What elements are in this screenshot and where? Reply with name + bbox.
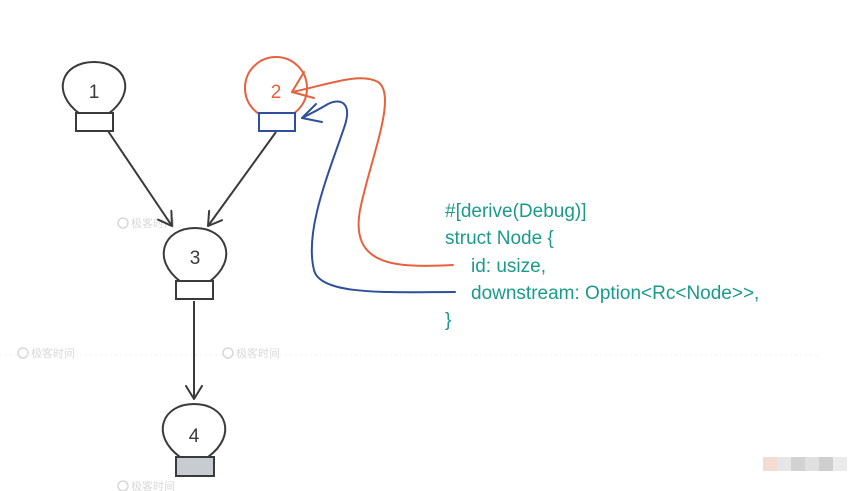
- watermark-text: 极客时间: [31, 346, 75, 360]
- watermark-text: 极客时间: [131, 479, 175, 491]
- node-2: 2: [244, 56, 308, 132]
- node-3-bulb: [162, 227, 228, 283]
- watermark-logo-icon: [117, 217, 129, 229]
- node-2-label: 2: [271, 82, 282, 103]
- watermark-logo-icon: [117, 480, 129, 491]
- code-line-struct: struct Node {: [445, 228, 554, 249]
- id-reference-curve: [291, 77, 454, 267]
- code-line-id-field: id: usize,: [471, 256, 546, 277]
- node-4-box: [175, 456, 215, 477]
- node-3-label: 3: [190, 248, 201, 269]
- node-3: 3: [162, 227, 228, 300]
- watermark-logo-icon: [17, 347, 29, 359]
- code-line-derive: #[derive(Debug)]: [445, 201, 587, 222]
- code-line-close-brace: }: [445, 310, 451, 331]
- node-1-box: [75, 112, 114, 132]
- downstream-reference-arrowhead: [301, 103, 323, 123]
- node-4: 4: [161, 403, 227, 477]
- node-4-label: 4: [189, 426, 200, 447]
- edge-1-to-3: [107, 130, 173, 227]
- node-1-label: 1: [89, 82, 100, 103]
- blurred-corner-mark: [763, 457, 847, 471]
- node-3-box: [175, 280, 214, 300]
- downstream-reference-curve: [301, 100, 456, 294]
- code-line-downstream-field: downstream: Option<Rc<Node>>,: [471, 283, 759, 304]
- watermark-logo-icon: [222, 347, 234, 359]
- watermark-group: 极客时间 极客时间 极客时间 极客时间: [17, 216, 280, 491]
- reference-curves: [291, 71, 456, 294]
- edges: [107, 130, 277, 400]
- node-4-bulb: [161, 403, 227, 458]
- node-1: 1: [61, 61, 127, 132]
- edge-2-to-3: [207, 131, 277, 227]
- node-1-bulb: [61, 61, 127, 115]
- watermark-text: 极客时间: [236, 346, 280, 360]
- node-2-box: [258, 112, 296, 132]
- id-reference-arrowhead: [291, 71, 315, 99]
- watermark-text: 极客时间: [131, 216, 175, 230]
- code-snippet: #[derive(Debug)] struct Node { id: usize…: [445, 201, 759, 331]
